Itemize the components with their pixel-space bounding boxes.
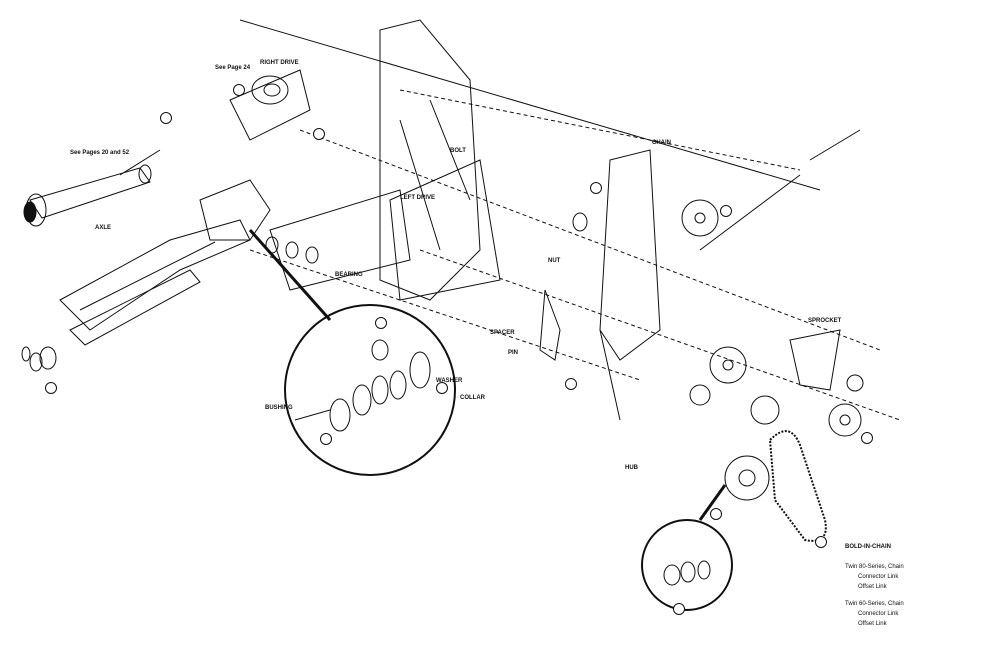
callout-2 (233, 84, 245, 96)
callout-9 (565, 378, 577, 390)
callout-7 (436, 382, 448, 394)
lower-sprocket (724, 455, 770, 501)
callout-1 (160, 112, 172, 124)
label-r6: BEARING (335, 272, 363, 278)
detail-circle-right (641, 519, 733, 611)
callout-12 (710, 508, 722, 520)
callout-11 (815, 536, 827, 548)
notes-line2: Connector Link (858, 574, 899, 580)
label-r5: SPROCKET (808, 318, 842, 324)
label-see-page-top: See Page 24 (215, 65, 251, 71)
label-r1: RIGHT DRIVE (260, 60, 299, 66)
right-sprocket (828, 403, 862, 437)
notes-line4: Twin 60-Series, Chain (845, 601, 904, 607)
label-r3: AXLE (95, 225, 112, 231)
roller-chain (768, 430, 827, 542)
notes-line6: Offset Link (858, 621, 887, 627)
label-r8: WASHER (436, 378, 463, 384)
label-r13: NUT (548, 258, 561, 264)
notes-heading: BOLD-IN-CHAIN (845, 544, 891, 550)
gearbox (199, 179, 271, 241)
label-r4: CHAIN (652, 140, 671, 146)
label-r7: SPACER (490, 330, 515, 336)
detail-circle-left (284, 304, 456, 476)
frame-arm (59, 219, 251, 331)
upper-sprocket (681, 199, 719, 237)
label-r11: COLLAR (460, 395, 485, 401)
notes-line1: Twin 80-Series, Chain (845, 564, 904, 570)
callout-4 (590, 182, 602, 194)
callout-13 (673, 603, 685, 615)
notes-line3: Offset Link (858, 584, 887, 590)
main-frame (379, 19, 481, 301)
callout-3 (313, 128, 325, 140)
label-r2: LEFT DRIVE (400, 195, 436, 201)
callout-8 (320, 433, 332, 445)
label-r14: PIN (508, 350, 519, 356)
label-r10: HUB (625, 465, 638, 471)
callout-6 (375, 317, 387, 329)
callout-10 (861, 432, 873, 444)
side-plate (599, 149, 661, 361)
label-r12: BOLT (450, 148, 466, 154)
notes-line5: Connector Link (858, 611, 899, 617)
drive-shaft (29, 167, 151, 219)
callout-5 (720, 205, 732, 217)
label-see-pages: See Pages 20 and 52 (70, 150, 130, 156)
callout-14 (45, 382, 57, 394)
label-r9: BUSHING (265, 405, 293, 411)
